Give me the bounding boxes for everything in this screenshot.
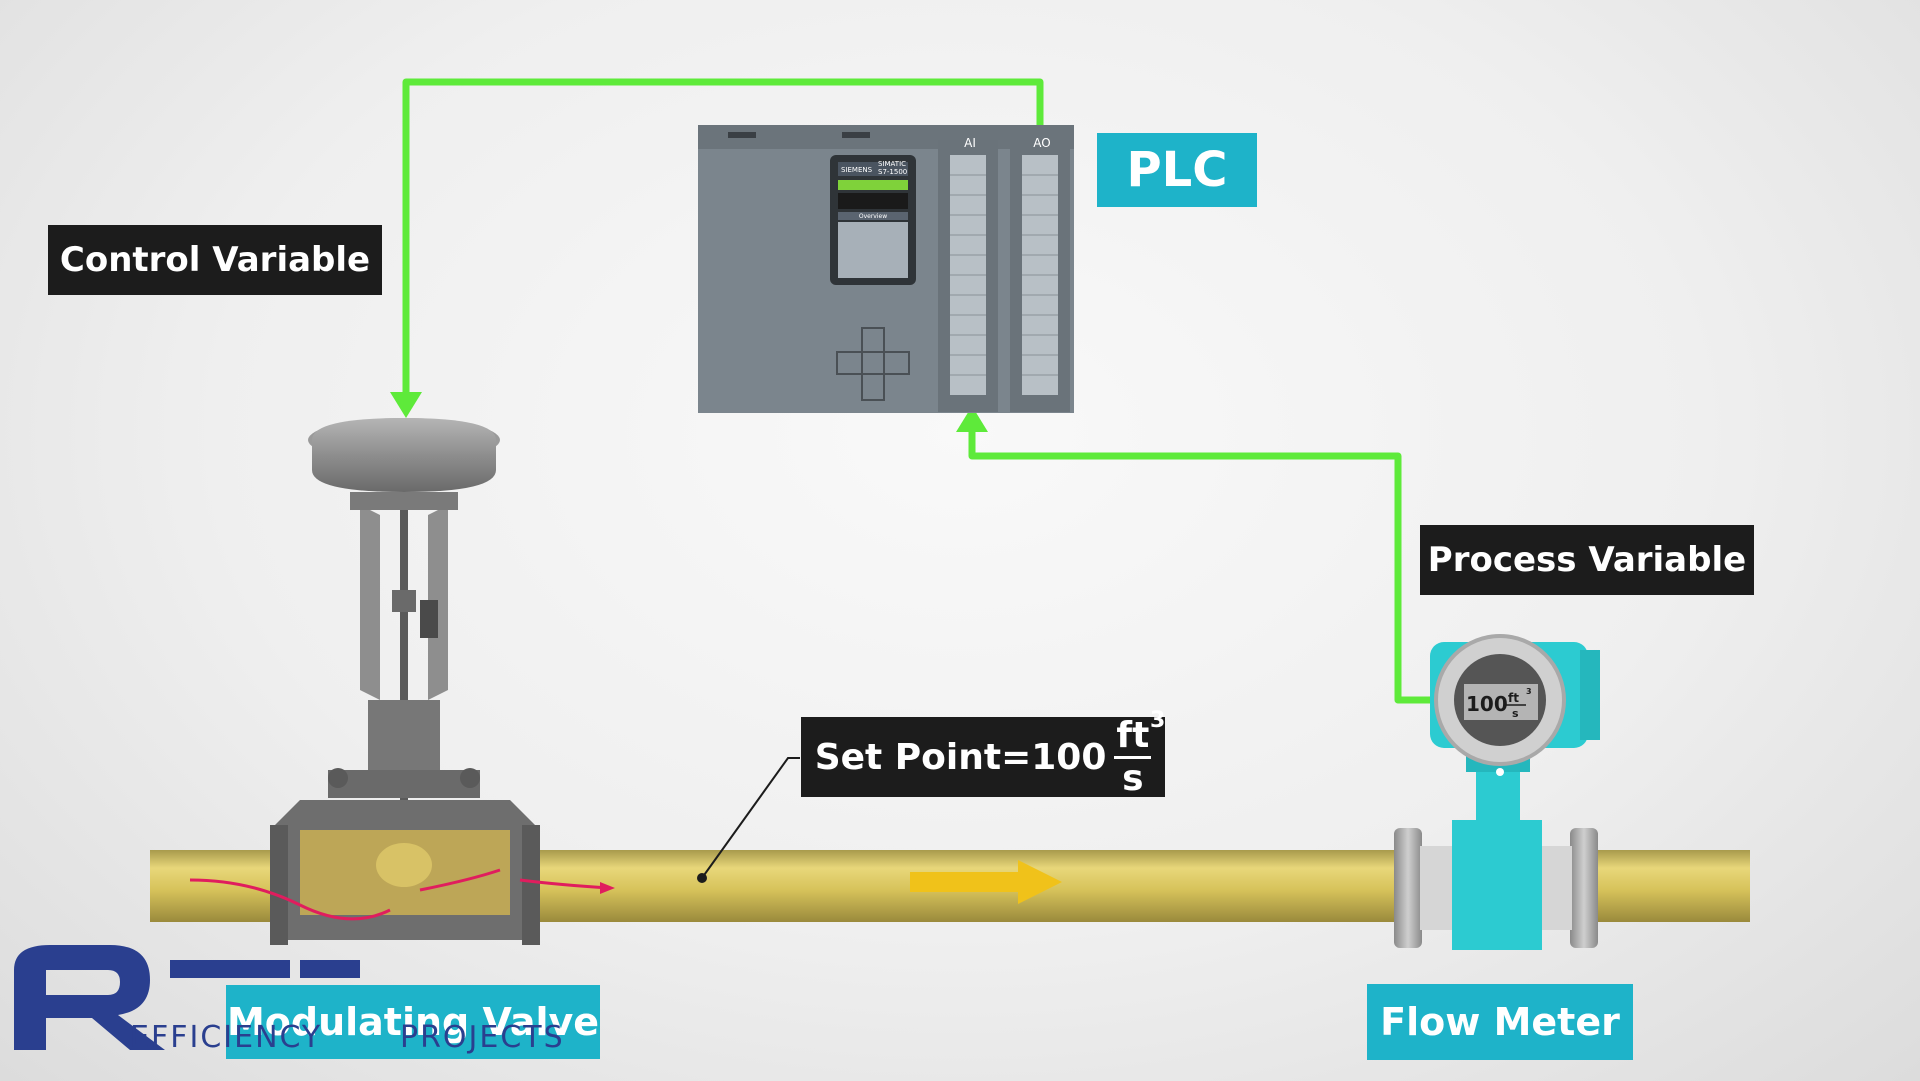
process-variable-text: Process Variable — [1427, 540, 1747, 580]
plc-unit: AI AO SIEMENS SIMATIC S7-1500 Overview — [698, 125, 1074, 413]
control-variable-text: Control Variable — [59, 240, 371, 280]
process-signal-line — [968, 428, 1432, 704]
set-point-unit-num-text: ft — [1116, 714, 1150, 756]
control-signal-arrowhead — [390, 392, 422, 418]
flow-meter: 100 ft 3 s — [1394, 634, 1600, 950]
set-point-leader — [697, 757, 800, 883]
meter-display-unit-exp: 3 — [1526, 687, 1532, 696]
plc-module-ao: AO — [1033, 136, 1050, 150]
plc-label-text: PLC — [1126, 142, 1228, 198]
modulating-valve-label: Modulating Valve — [226, 985, 600, 1059]
modulating-valve-text: Modulating Valve — [226, 1000, 600, 1044]
plc-model-line2: S7-1500 — [878, 168, 907, 176]
process-variable-label: Process Variable — [1420, 525, 1754, 595]
meter-display-value: 100 — [1466, 692, 1508, 716]
plc-label: PLC — [1097, 133, 1257, 207]
set-point-unit-exp: 3 — [1149, 707, 1166, 733]
plc-module-ai: AI — [964, 136, 976, 150]
flow-meter-text: Flow Meter — [1380, 1000, 1620, 1044]
logo-text-right: PROJECTS — [400, 1020, 565, 1055]
set-point-text: Set Point=100 — [814, 736, 1107, 778]
modulating-valve — [189, 418, 615, 945]
plc-dpad — [836, 327, 910, 401]
flow-direction-arrow — [910, 860, 1062, 904]
process-signal-arrowhead — [956, 406, 988, 432]
control-signal-line — [402, 78, 1044, 395]
plc-screen-tab: Overview — [859, 213, 887, 220]
plc-brand: SIEMENS — [841, 166, 873, 174]
meter-display-unit-den: s — [1512, 707, 1519, 720]
plc-model-line1: SIMATIC — [878, 160, 906, 168]
control-variable-label: Control Variable — [48, 225, 382, 295]
logo-text-left: EFFICIENCY — [130, 1020, 323, 1055]
flow-meter-label: Flow Meter — [1367, 984, 1633, 1060]
set-point-unit-den: s — [1122, 757, 1144, 799]
meter-display-unit-num: ft — [1508, 691, 1519, 705]
logo-mark — [14, 945, 360, 1050]
